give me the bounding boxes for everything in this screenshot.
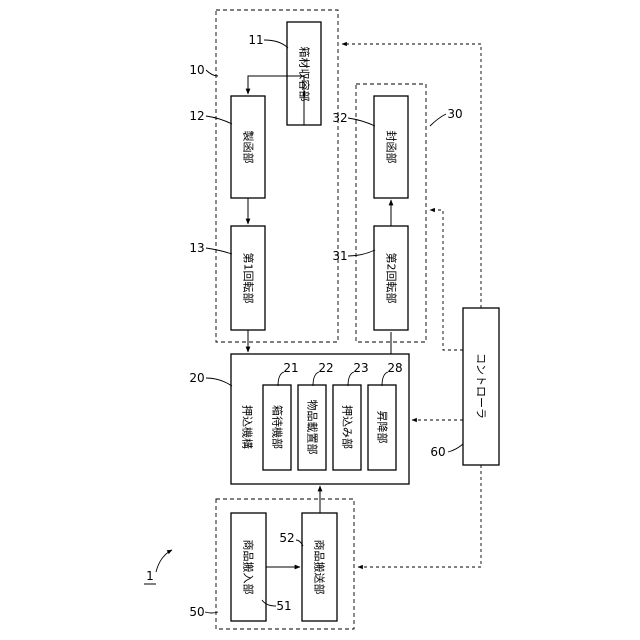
leader-12 xyxy=(206,116,232,124)
ctrl-to-10 xyxy=(342,44,481,308)
label-21: 箱待機部 xyxy=(271,405,285,449)
leader-20 xyxy=(206,378,232,386)
label-60: コントローラ xyxy=(475,353,488,419)
label-11: 箱材収容部 xyxy=(298,47,312,102)
label-28: 昇降部 xyxy=(376,411,390,444)
ref-23: 23 xyxy=(353,361,368,375)
ref-28: 28 xyxy=(387,361,402,375)
leader-50 xyxy=(205,612,218,613)
ref-50: 50 xyxy=(189,605,204,619)
ref-32: 32 xyxy=(332,111,347,125)
leader-30 xyxy=(430,114,446,126)
ref-20: 20 xyxy=(189,371,204,385)
label-52: 商品搬送部 xyxy=(313,540,327,595)
ref-10: 10 xyxy=(189,63,204,77)
leader-1 xyxy=(156,550,172,572)
ref-12: 12 xyxy=(189,109,204,123)
label-31: 第2回転部 xyxy=(385,253,399,304)
label-51: 商品搬入部 xyxy=(242,540,256,595)
leader-31 xyxy=(348,250,375,256)
leader-32 xyxy=(348,118,375,126)
label-13: 第1回転部 xyxy=(242,253,256,304)
leader-13 xyxy=(206,248,232,254)
label-20: 押込機構 xyxy=(241,405,255,449)
ref-13: 13 xyxy=(189,241,204,255)
ref-22: 22 xyxy=(318,361,333,375)
ref-60: 60 xyxy=(430,445,445,459)
ref-30: 30 xyxy=(447,107,462,121)
label-32: 封函部 xyxy=(385,131,399,164)
ctrl-to-30 xyxy=(430,210,463,350)
label-23: 押込み部 xyxy=(341,405,355,449)
ref-52: 52 xyxy=(279,531,294,545)
ref-31: 31 xyxy=(332,249,347,263)
ref-11: 11 xyxy=(248,33,263,47)
ref-21: 21 xyxy=(283,361,298,375)
leader-11 xyxy=(264,40,288,48)
leader-60 xyxy=(448,444,463,452)
ref-1: 1 xyxy=(146,569,154,583)
label-22: 物品載置部 xyxy=(306,400,320,455)
ref-51: 51 xyxy=(276,599,291,613)
label-12: 製函部 xyxy=(242,131,256,164)
